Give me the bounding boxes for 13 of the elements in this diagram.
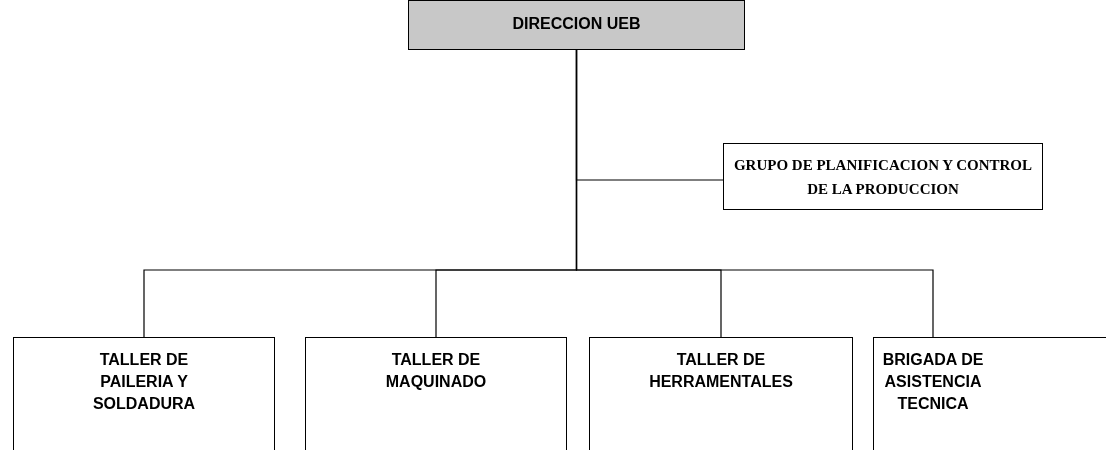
unit-box [723, 143, 1043, 210]
unit-name: TALLER DE MAQUINADO [384, 350, 488, 392]
unit-box [13, 337, 275, 450]
unit-box [589, 337, 853, 450]
unit-name: TALLER DE PAILERIA Y SOLDADURA [91, 350, 197, 414]
unit-name: GRUPO DE PLANIFICACION Y CONTROL DE LA PRODUCCION [733, 156, 1033, 199]
connector-line [575, 49, 934, 338]
director-box [408, 0, 745, 50]
unit-name: TALLER DE HERRAMENTALES [648, 350, 794, 392]
unit-name: DIRECCION UEB [512, 14, 641, 34]
unit-box [873, 337, 1106, 450]
unit-name: BRIGADA DE ASISTENCIA TECNICA [881, 350, 985, 414]
unit-box [305, 337, 567, 450]
